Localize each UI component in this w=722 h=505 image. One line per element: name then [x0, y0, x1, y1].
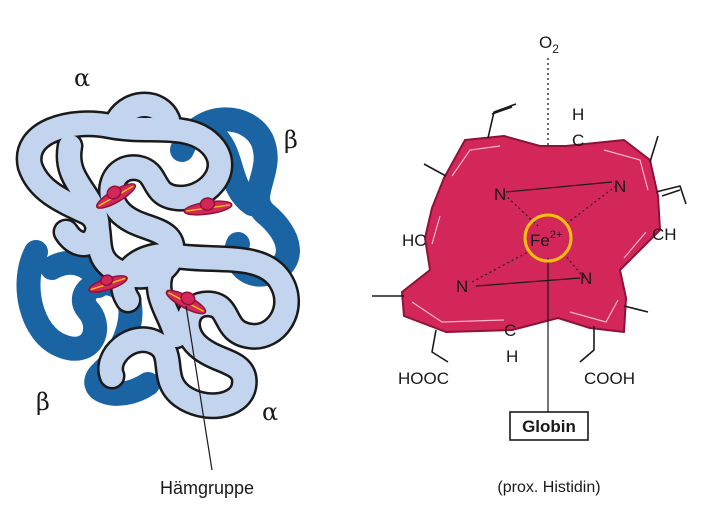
oxygen-subscript: 2: [552, 42, 559, 56]
beta-bottom-label: β: [36, 388, 50, 416]
substituents: [372, 103, 687, 363]
histidine-label: (prox. Histidin): [497, 479, 600, 496]
methine-bottom-h: H: [506, 347, 518, 366]
heme-disc-2: [183, 197, 233, 216]
coordination-bonds: [471, 185, 617, 283]
nitrogen-bottom-left: N: [456, 277, 468, 296]
iron-ring: [523, 213, 573, 263]
nitrogen-top-right: N: [614, 177, 626, 196]
hemoglobin-molecule: α β β α Hämgruppe: [15, 64, 300, 498]
alpha-top-label: α: [74, 64, 90, 92]
alpha-chains: [15, 91, 300, 420]
ring-single-bonds: [475, 181, 613, 412]
heme-groups: [88, 183, 233, 315]
iron-symbol: Fe: [530, 231, 550, 250]
nitrogen-top-left: N: [494, 185, 506, 204]
acid-right-label: COOH: [584, 369, 635, 388]
heme-structure: O2 Fe2+ N N N N H C HC CH C H HOOC COOH …: [372, 33, 687, 496]
heme-disc-1: [95, 183, 137, 209]
beta-top-label: β: [284, 126, 298, 154]
methine-top-h: H: [572, 105, 584, 124]
methine-right: CH: [652, 225, 677, 244]
heme-label-pointer: [185, 305, 213, 471]
globin-box: [509, 411, 589, 441]
methine-left: HC: [402, 231, 427, 250]
heme-group-label: Hämgruppe: [160, 478, 254, 498]
porphyrin-ring: [401, 135, 661, 333]
acid-left-label: HOOC: [398, 369, 449, 388]
heme-disc-4: [165, 289, 207, 315]
globin-label: Globin: [522, 417, 576, 436]
heme-disc-3: [88, 274, 128, 293]
beta-chain-bottom-left-loop: [40, 250, 110, 298]
methine-top-c: C: [572, 131, 584, 150]
nitrogen-bottom-right: N: [580, 269, 592, 288]
methine-bottom-c: C: [504, 321, 516, 340]
iron-label: Fe2+: [530, 229, 562, 250]
oxygen-label: O2: [539, 33, 559, 56]
iron-charge: 2+: [550, 229, 563, 241]
alpha-bottom-label: α: [262, 398, 278, 426]
ring-bond-lines: [411, 145, 649, 323]
oxygen-symbol: O: [539, 33, 552, 52]
